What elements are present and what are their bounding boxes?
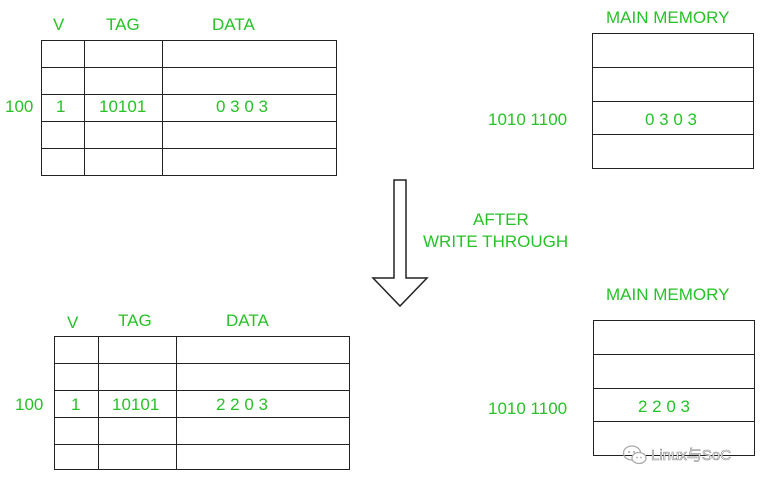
cache-valid-bit: 1 bbox=[56, 97, 66, 116]
cache-table-before bbox=[41, 40, 337, 176]
cache-header-data: DATA bbox=[212, 15, 255, 34]
cache-data-value: 2 2 0 3 bbox=[216, 395, 268, 414]
cache-header-v: V bbox=[67, 313, 79, 332]
cache-header-v: V bbox=[53, 15, 65, 34]
cache-index-label: 100 bbox=[15, 395, 44, 414]
cache-table-after bbox=[54, 336, 350, 470]
memory-value: 0 3 0 3 bbox=[645, 110, 697, 129]
cache-valid-bit: 1 bbox=[71, 395, 81, 414]
cache-header-tag: TAG bbox=[106, 15, 140, 34]
cache-data-value: 0 3 0 3 bbox=[216, 97, 268, 116]
memory-title: MAIN MEMORY bbox=[606, 285, 730, 304]
memory-address-label: 1010 1100 bbox=[488, 110, 568, 129]
memory-block-after bbox=[593, 320, 755, 456]
memory-title: MAIN MEMORY bbox=[606, 8, 730, 27]
transition-label-line2: WRITE THROUGH bbox=[423, 232, 569, 251]
memory-value: 2 2 0 3 bbox=[638, 397, 690, 416]
cache-header-tag: TAG bbox=[118, 311, 152, 330]
transition-label-line1: AFTER bbox=[473, 210, 529, 229]
down-arrow-icon bbox=[371, 179, 429, 308]
cache-tag-value: 10101 bbox=[99, 97, 147, 116]
watermark-text: Linux与SoC bbox=[651, 447, 732, 465]
wechat-icon bbox=[622, 445, 647, 465]
memory-address-label: 1010 1100 bbox=[488, 399, 568, 418]
cache-index-label: 100 bbox=[5, 97, 34, 116]
cache-tag-value: 10101 bbox=[112, 395, 160, 414]
memory-block-before bbox=[592, 33, 754, 169]
cache-header-data: DATA bbox=[226, 311, 269, 330]
